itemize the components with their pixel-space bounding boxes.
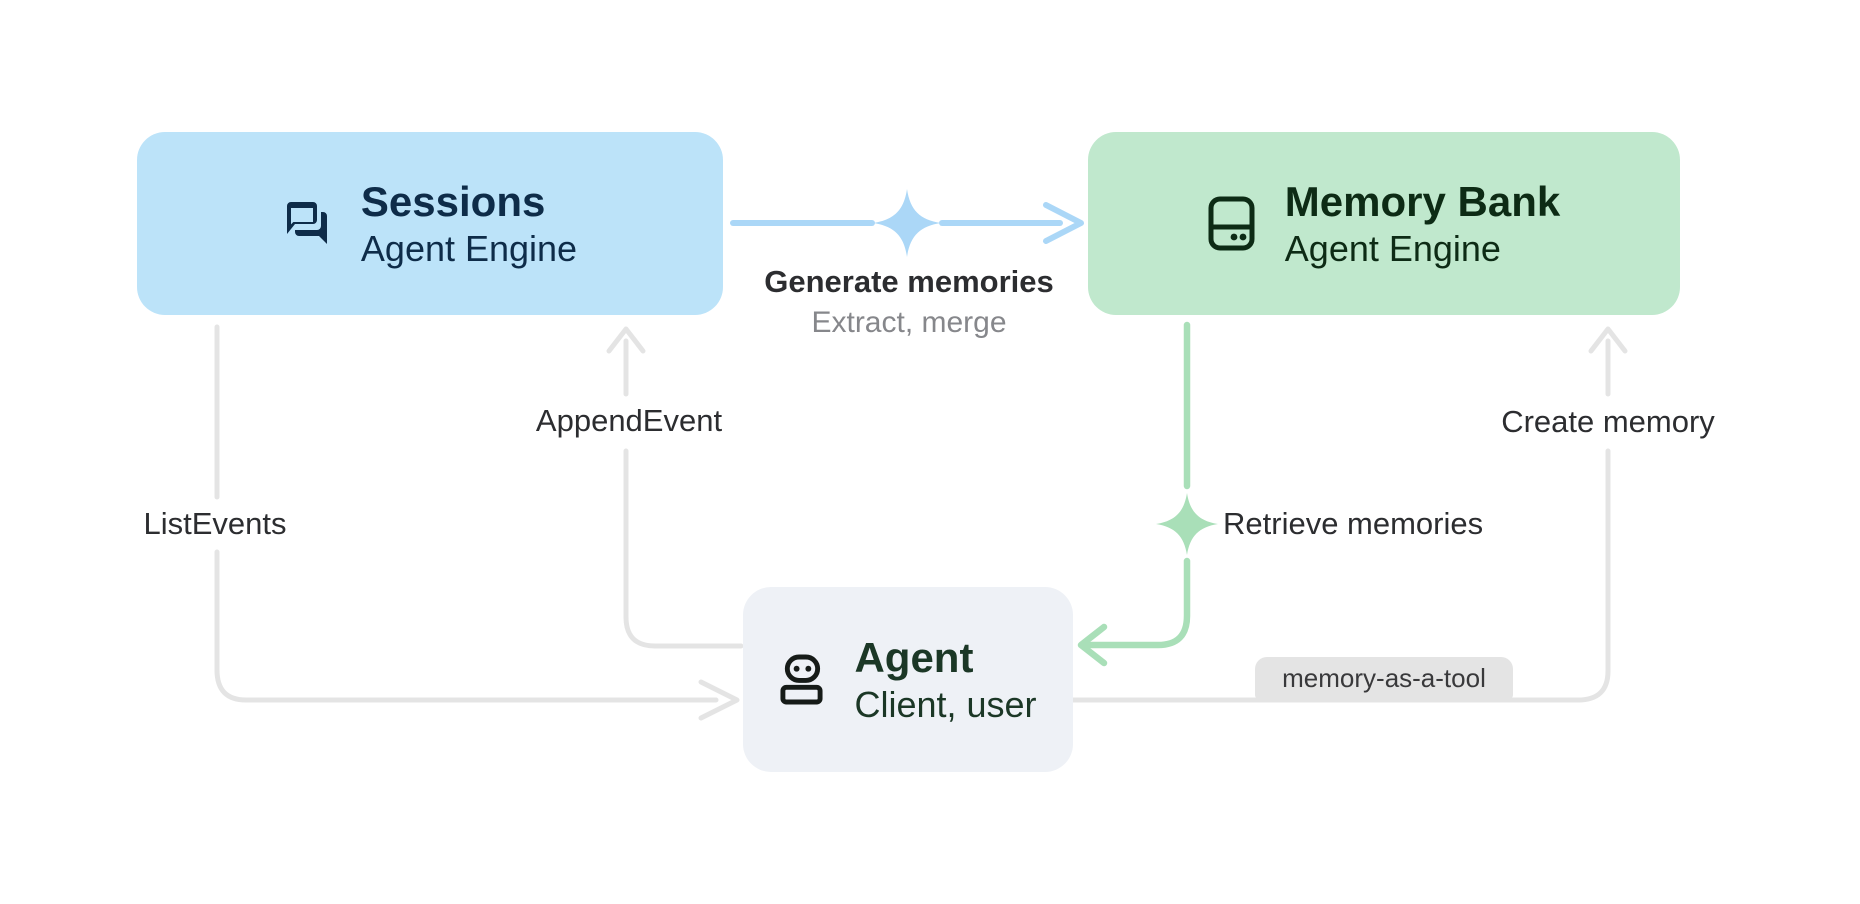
edge-label-generate-memories: Generate memories — [764, 264, 1054, 299]
edge-label-append-event: AppendEvent — [535, 403, 723, 438]
edge-sublabel-extract-merge: Extract, merge — [811, 306, 1007, 339]
edge-append-event — [606, 326, 744, 649]
node-agent: Agent Client, user — [743, 587, 1073, 772]
sparkle-icon — [873, 189, 941, 257]
edge-create-memory — [1070, 326, 1628, 703]
edge-label-list-events: ListEvents — [143, 506, 287, 541]
node-memory-bank: Memory Bank Agent Engine — [1088, 132, 1680, 315]
arrowhead-up-icon — [1588, 326, 1628, 354]
node-title: Sessions — [360, 178, 546, 226]
node-title: Memory Bank — [1284, 178, 1561, 226]
sparkle-icon — [1156, 493, 1218, 555]
edge-retrieve-memories — [1077, 321, 1218, 667]
edge-label-create-memory: Create memory — [1501, 404, 1715, 439]
arrowhead-up-icon — [606, 326, 646, 354]
arrowhead-right-icon — [698, 679, 740, 721]
node-sessions: Sessions Agent Engine — [137, 132, 723, 315]
memory-as-a-tool-badge: memory-as-a-tool — [1255, 657, 1513, 699]
gray-line — [623, 448, 744, 649]
node-subtitle: Client, user — [854, 683, 1037, 725]
storage-icon — [1208, 196, 1255, 251]
node-subtitle: Agent Engine — [1284, 227, 1501, 269]
edge-generate-memories — [730, 189, 1084, 257]
edge-label-retrieve-memories: Retrieve memories — [1223, 506, 1484, 541]
robot-icon — [779, 654, 824, 705]
node-title: Agent — [854, 634, 974, 682]
green-line — [1083, 557, 1191, 649]
arrowhead-right-icon — [1043, 202, 1084, 244]
node-subtitle: Agent Engine — [360, 227, 578, 269]
gray-line — [214, 549, 719, 703]
edge-list-events — [214, 324, 740, 721]
arrowhead-left-icon — [1077, 623, 1108, 667]
chat-bubbles-icon — [283, 200, 331, 248]
gray-line — [1070, 448, 1611, 703]
